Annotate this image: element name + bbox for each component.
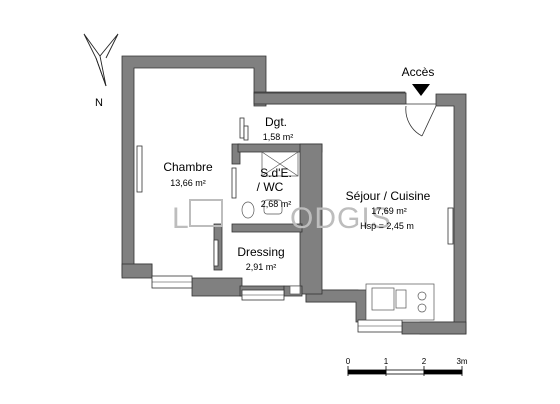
scale-tick-0: 0 (346, 357, 351, 366)
kitchen-sink (371, 287, 395, 311)
north-arrow-icon (83, 33, 119, 87)
entrance-door-swing (405, 105, 423, 137)
sink (263, 199, 283, 215)
interior-wall-bedroom-bath (231, 143, 241, 165)
room-sejour-name: Séjour / Cuisine (346, 189, 431, 203)
scale-bar (347, 366, 463, 376)
scale-tick-1: 1 (384, 357, 389, 366)
toilet (241, 201, 255, 219)
access-label: Accès (402, 65, 435, 79)
watermark-letter: L (172, 202, 190, 235)
radiator (289, 285, 301, 295)
room-sde-area: 2,68 m² (261, 199, 292, 209)
kitchen-sink-basin (395, 289, 407, 309)
room-chambre-name: Chambre (163, 160, 213, 174)
windows (136, 145, 454, 333)
watermark: L ODGIS (172, 199, 392, 235)
room-dressing-name: Dressing (237, 245, 284, 259)
living-window-right (447, 207, 454, 245)
bedroom-window-left (136, 145, 143, 193)
bottom-step-wall (305, 289, 367, 323)
room-sejour-height: Hsp = 2,45 m (360, 221, 414, 231)
room-sde-name-line2: / WC (257, 180, 284, 194)
scale-tick-3m: 3m (456, 357, 467, 366)
watermark-text: ODGIS (290, 202, 392, 235)
stove-burner-1 (417, 291, 427, 301)
living-bottom-wall-right (401, 321, 467, 335)
sliding-doors (213, 117, 249, 267)
room-sde-name-line1: S.d'E. (260, 166, 292, 180)
fixtures (241, 151, 435, 321)
interior-wall-bath-right (299, 143, 323, 295)
scale-tick-2: 2 (422, 357, 427, 366)
room-dressing-area: 2,91 m² (246, 262, 277, 272)
bedroom-bottom-wall-left (121, 263, 153, 279)
room-dgt-area: 1,58 m² (263, 132, 294, 142)
room-chambre-area: 13,66 m² (170, 178, 206, 188)
top-wall-main (253, 92, 407, 105)
entrance-door (405, 103, 437, 137)
room-sejour-area: 17,69 m² (371, 206, 407, 216)
entrance-arrow-icon (412, 84, 430, 96)
north-label: N (95, 97, 103, 109)
stove-burner-2 (417, 303, 427, 313)
bedroom-bottom-wall-mid (191, 277, 243, 297)
interior-wall-bath-dressing (231, 223, 303, 233)
room-dgt-name: Dgt. (265, 115, 287, 129)
